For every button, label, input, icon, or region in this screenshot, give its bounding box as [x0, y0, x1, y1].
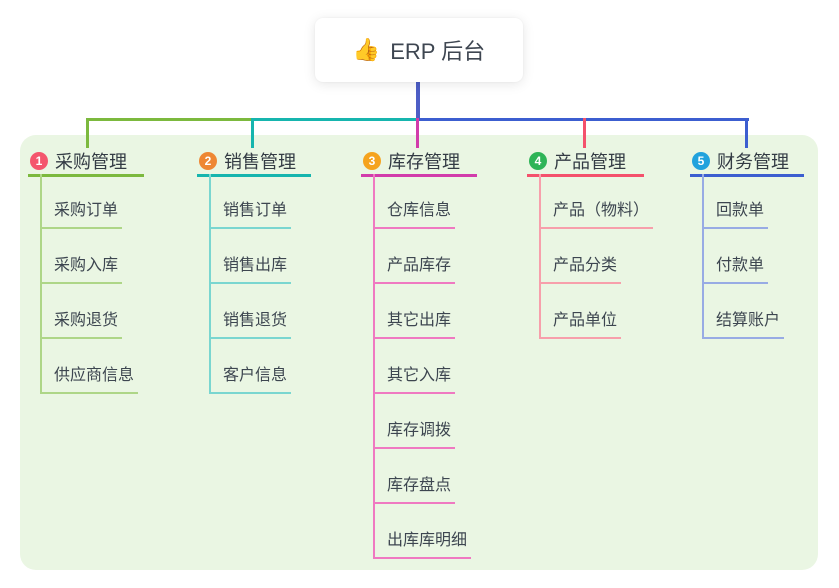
- child-node[interactable]: 产品（物料）: [539, 177, 654, 229]
- connector-drop-purchase: [86, 118, 89, 148]
- connector-root-line: [416, 82, 420, 121]
- child-node[interactable]: 出库库明细: [373, 504, 472, 559]
- child-node[interactable]: 采购退货: [40, 284, 123, 339]
- branch-number-badge: 1: [30, 152, 48, 170]
- root-node-erp[interactable]: 👍 ERP 后台: [315, 18, 523, 82]
- root-node-label: ERP 后台: [390, 39, 486, 64]
- child-node[interactable]: 产品库存: [373, 229, 456, 284]
- child-node[interactable]: 客户信息: [209, 339, 292, 394]
- branch-spine-line: [40, 174, 42, 394]
- branch-node-purchase[interactable]: 1 采购管理: [28, 148, 144, 177]
- branch-node-finance[interactable]: 5 财务管理: [690, 148, 804, 177]
- branch-children: 采购订单采购入库采购退货供应商信息: [28, 174, 144, 394]
- connector-drop-product: [583, 118, 586, 148]
- child-node[interactable]: 结算账户: [702, 284, 785, 339]
- branch-title: 产品管理: [554, 152, 626, 172]
- child-node[interactable]: 供应商信息: [40, 339, 139, 394]
- child-node[interactable]: 采购订单: [40, 177, 123, 229]
- child-node[interactable]: 产品单位: [539, 284, 622, 339]
- child-node[interactable]: 其它入库: [373, 339, 456, 394]
- branch-children: 销售订单销售出库销售退货客户信息: [197, 174, 311, 394]
- branch-spine-line: [702, 174, 704, 339]
- branch-number-badge: 5: [692, 152, 710, 170]
- branch-number-badge: 3: [363, 152, 381, 170]
- branch-spine-line: [209, 174, 211, 394]
- connector-horizontal-2: [252, 118, 418, 121]
- branch-node-sales[interactable]: 2 销售管理: [197, 148, 311, 177]
- branch-node-product[interactable]: 4 产品管理: [527, 148, 644, 177]
- connector-drop-finance: [745, 118, 748, 148]
- child-node[interactable]: 库存盘点: [373, 449, 456, 504]
- connector-drop-sales: [251, 118, 254, 148]
- child-node[interactable]: 产品分类: [539, 229, 622, 284]
- connector-drop-inventory: [416, 118, 419, 148]
- child-node[interactable]: 仓库信息: [373, 177, 456, 229]
- branch-children: 回款单付款单结算账户: [690, 174, 804, 339]
- child-node[interactable]: 销售订单: [209, 177, 292, 229]
- child-node[interactable]: 回款单: [702, 177, 769, 229]
- branch-children: 仓库信息产品库存其它出库其它入库库存调拨库存盘点出库库明细: [361, 174, 477, 559]
- branch-title: 采购管理: [55, 152, 127, 172]
- connector-horizontal-1: [86, 118, 254, 121]
- branch-title: 销售管理: [224, 152, 296, 172]
- child-node[interactable]: 销售出库: [209, 229, 292, 284]
- branch-number-badge: 2: [199, 152, 217, 170]
- child-node[interactable]: 库存调拨: [373, 394, 456, 449]
- branch-children: 产品（物料）产品分类产品单位: [527, 174, 654, 339]
- branch-title: 财务管理: [717, 152, 789, 172]
- thumbs-up-icon: 👍: [352, 37, 381, 62]
- branch-number-badge: 4: [529, 152, 547, 170]
- child-node[interactable]: 付款单: [702, 229, 769, 284]
- child-node[interactable]: 销售退货: [209, 284, 292, 339]
- child-node[interactable]: 采购入库: [40, 229, 123, 284]
- branch-spine-line: [539, 174, 541, 339]
- branch-node-inventory[interactable]: 3 库存管理: [361, 148, 477, 177]
- mindmap-background-panel: [20, 135, 818, 570]
- child-node[interactable]: 其它出库: [373, 284, 456, 339]
- branch-spine-line: [373, 174, 375, 559]
- branch-title: 库存管理: [388, 152, 460, 172]
